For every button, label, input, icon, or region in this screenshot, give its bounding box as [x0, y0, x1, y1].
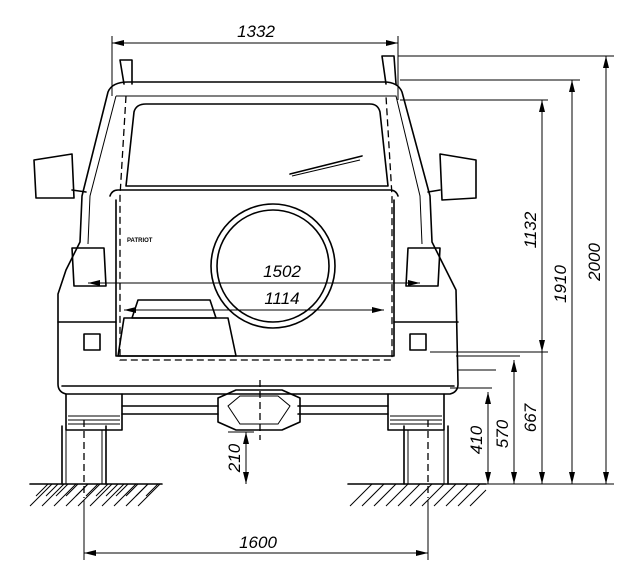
- dim-height-bumper-top: 667: [521, 403, 540, 432]
- left-wheel: [61, 420, 107, 498]
- dim-height-roof: 1910: [551, 265, 570, 303]
- right-wheel: [403, 420, 449, 498]
- ground-right: [347, 483, 487, 507]
- dim-height-bumper-low: 570: [493, 419, 512, 448]
- dim-height-glass: 1132: [521, 211, 540, 248]
- dim-width-lower: 1114: [264, 289, 299, 308]
- ground-left: [29, 483, 163, 507]
- dim-ground-clearance: 210: [225, 443, 244, 473]
- dim-height-total: 2000: [585, 243, 604, 282]
- dim-width-top: 1332: [237, 22, 275, 41]
- vehicle-body: PATRIOT: [33, 55, 477, 395]
- dimensions: [83, 36, 614, 560]
- underbody: [65, 380, 445, 440]
- dimension-labels: 1332 1502 1114 1600 210 2000 1910 1132 6…: [225, 22, 604, 552]
- dim-height-sill: 410: [467, 425, 486, 454]
- badge-label: PATRIOT: [127, 238, 153, 244]
- dim-width-upper: 1502: [263, 262, 301, 281]
- dim-track: 1600: [239, 533, 277, 552]
